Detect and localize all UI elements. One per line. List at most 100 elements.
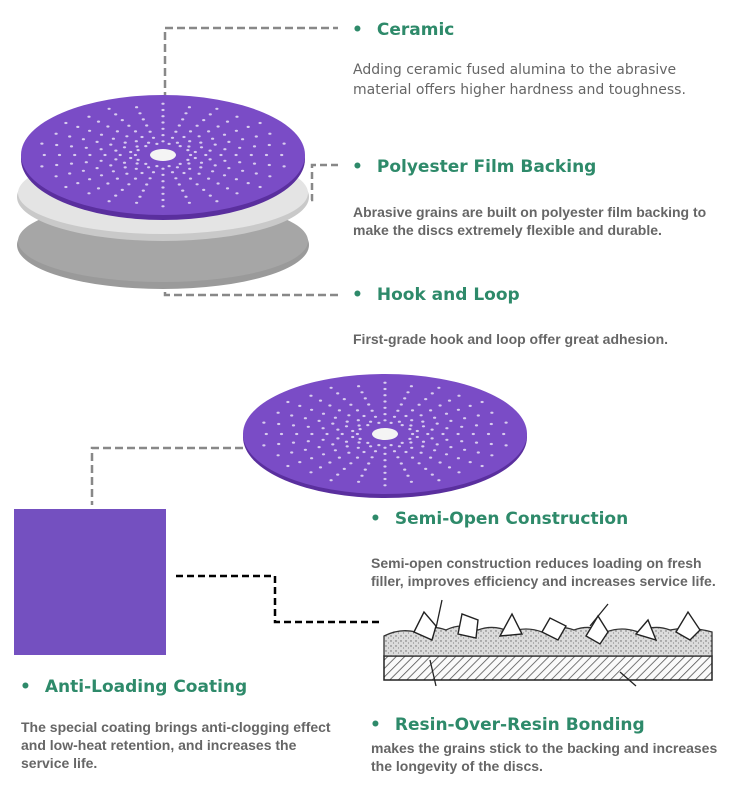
dust-hole [215,200,219,203]
dust-hole [471,432,475,436]
desc-line: Semi-open construction reduces loading o… [371,555,702,571]
dust-hole [76,125,80,128]
bullet: • [352,285,363,305]
dust-hole [383,406,387,409]
dust-hole [355,456,360,459]
dust-hole [303,417,307,420]
dust-hole [438,404,442,407]
dust-hole [88,153,92,157]
dust-hole [424,398,428,401]
dust-hole [409,424,413,427]
dust-hole [155,142,159,145]
dust-hole [447,466,452,469]
dust-hole [161,173,165,176]
dust-hole [321,438,325,441]
dust-hole [502,432,506,436]
dust-hole [267,143,271,147]
dust-hole [417,462,421,465]
dust-hole [235,115,239,118]
dust-hole [363,397,367,400]
dust-hole [235,192,239,195]
dust-hole [174,130,178,133]
dust-hole [208,194,212,197]
dust-hole [55,163,59,167]
dust-hole [400,424,404,427]
dust-hole [114,158,118,161]
dust-hole [125,172,129,175]
dust-hole [298,404,302,407]
dust-hole [476,451,480,454]
dust-hole [383,465,387,468]
dust-hole [96,187,101,190]
dust-hole [429,456,433,459]
dust-hole [115,177,119,180]
dust-hole [262,444,266,447]
dust-hole [277,442,281,446]
dust-hole [383,452,387,455]
dust-hole [161,102,165,105]
dust-hole [282,142,286,145]
dust-hole [40,165,44,168]
dust-hole [161,180,165,183]
dust-hole [317,419,321,422]
dust-hole [476,414,480,417]
bullet: • [370,715,381,735]
dust-hole [234,129,238,132]
dust-hole [208,149,212,152]
dust-hole [238,161,242,164]
title-text: Hook and Loop [376,285,520,305]
dust-hole [227,140,231,143]
dust-hole [54,132,58,135]
dust-hole [433,449,437,452]
dust-hole [40,142,44,145]
dust-hole [204,153,208,157]
dust-hole [337,456,341,459]
dust-hole [504,421,508,424]
dust-hole [349,403,353,406]
dust-hole [186,158,190,161]
desc-line: makes the grains stick to the backing an… [371,740,718,756]
dust-hole [331,422,335,425]
dust-hole [148,177,152,180]
dust-hole [366,441,370,444]
dust-hole [54,175,58,178]
grain [457,613,479,639]
dust-hole [114,149,118,152]
dust-hole [430,437,434,440]
dust-hole [421,440,426,443]
dust-hole [136,149,140,152]
dust-hole [329,386,333,389]
dust-hole [99,159,103,162]
dust-hole [336,437,340,440]
dust-hole [504,444,508,447]
dust-hole [134,167,138,170]
dust-hole [310,408,314,411]
dust-hole [189,153,193,157]
dust-hole [333,449,337,452]
dust-hole [122,161,127,164]
dust-hole [140,135,144,139]
dust-hole [202,188,206,191]
dust-hole [208,113,212,116]
grain [634,618,658,642]
dust-hole [286,464,290,468]
dust-hole [167,142,171,145]
dust-hole [68,135,72,138]
dust-hole [328,461,332,464]
dust-hole [199,166,203,169]
dust-hole [161,127,165,130]
dust-hole [133,130,138,133]
desc-line: and low-heat retention, and increases th… [21,737,297,753]
dust-hole [178,145,182,148]
feature-desc-polyester: Abrasive grains are built on polyester f… [353,203,706,239]
dust-hole [358,437,362,440]
dust-hole [400,441,404,444]
dust-hole [129,156,133,160]
dust-hole [136,158,140,161]
dust-hole [188,167,192,170]
dust-hole [129,150,133,154]
dust-hole [403,468,407,471]
feature-title-hook: • Hook and Loop [352,285,520,305]
dust-hole [268,175,272,178]
dust-hole [426,432,430,436]
